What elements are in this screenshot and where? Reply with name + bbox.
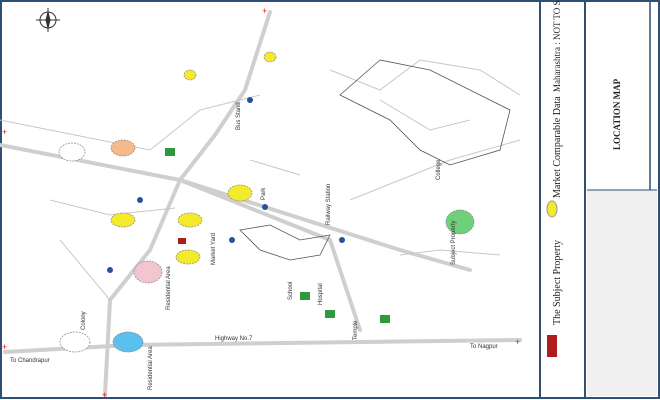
label-school: School <box>288 282 294 300</box>
locality-boundary <box>239 59 511 261</box>
market-comparable-swatch <box>546 200 558 218</box>
subject-property-marker <box>178 238 186 244</box>
label-to-nagpur: To Nagpur <box>470 344 498 350</box>
label-park: Park <box>261 187 267 200</box>
legend: The Subject Property Market Comparable D… <box>546 0 563 357</box>
label-residential-2: Residential Area <box>166 266 172 310</box>
label-bus-stand: Bus Stand <box>236 102 242 130</box>
map-area: + + + + + Highway No.7 To Chandrapur To Nag… <box>0 6 522 400</box>
label-hospital: Hospital <box>318 283 324 305</box>
label-highway: Highway No.7 <box>215 336 253 342</box>
legend-subject-property: The Subject Property <box>552 240 563 325</box>
legend-market-comparable: Market Comparable Data <box>552 96 563 198</box>
label-to-chandrapur: To Chandrapur <box>10 358 50 364</box>
label-residential-1: Residential Area <box>148 346 154 390</box>
compass-rose-icon <box>36 8 60 32</box>
label-railway: Railway Station <box>326 184 332 225</box>
label-colony: Colony <box>81 311 87 330</box>
svg-text:+: + <box>2 127 7 137</box>
minor-roads <box>0 59 521 301</box>
map-location-scale: Maharashtra : NOT TO SCALE <box>552 0 562 92</box>
label-market: Market Yard <box>211 233 217 265</box>
svg-text:+: + <box>262 6 267 16</box>
map-markers <box>58 51 475 353</box>
svg-text:+: + <box>2 342 7 352</box>
title-block-blank <box>587 190 657 396</box>
label-college: College <box>436 159 442 180</box>
label-temple: Temple <box>353 320 359 340</box>
subject-property-swatch <box>547 335 557 357</box>
map-title: LOCATION MAP <box>612 78 622 150</box>
svg-text:+: + <box>515 337 520 347</box>
landmark-icons <box>107 97 390 323</box>
svg-text:+: + <box>102 390 107 400</box>
label-subject-area: Subject Property <box>451 221 457 265</box>
road-end-markers: + + + + + <box>2 6 520 400</box>
